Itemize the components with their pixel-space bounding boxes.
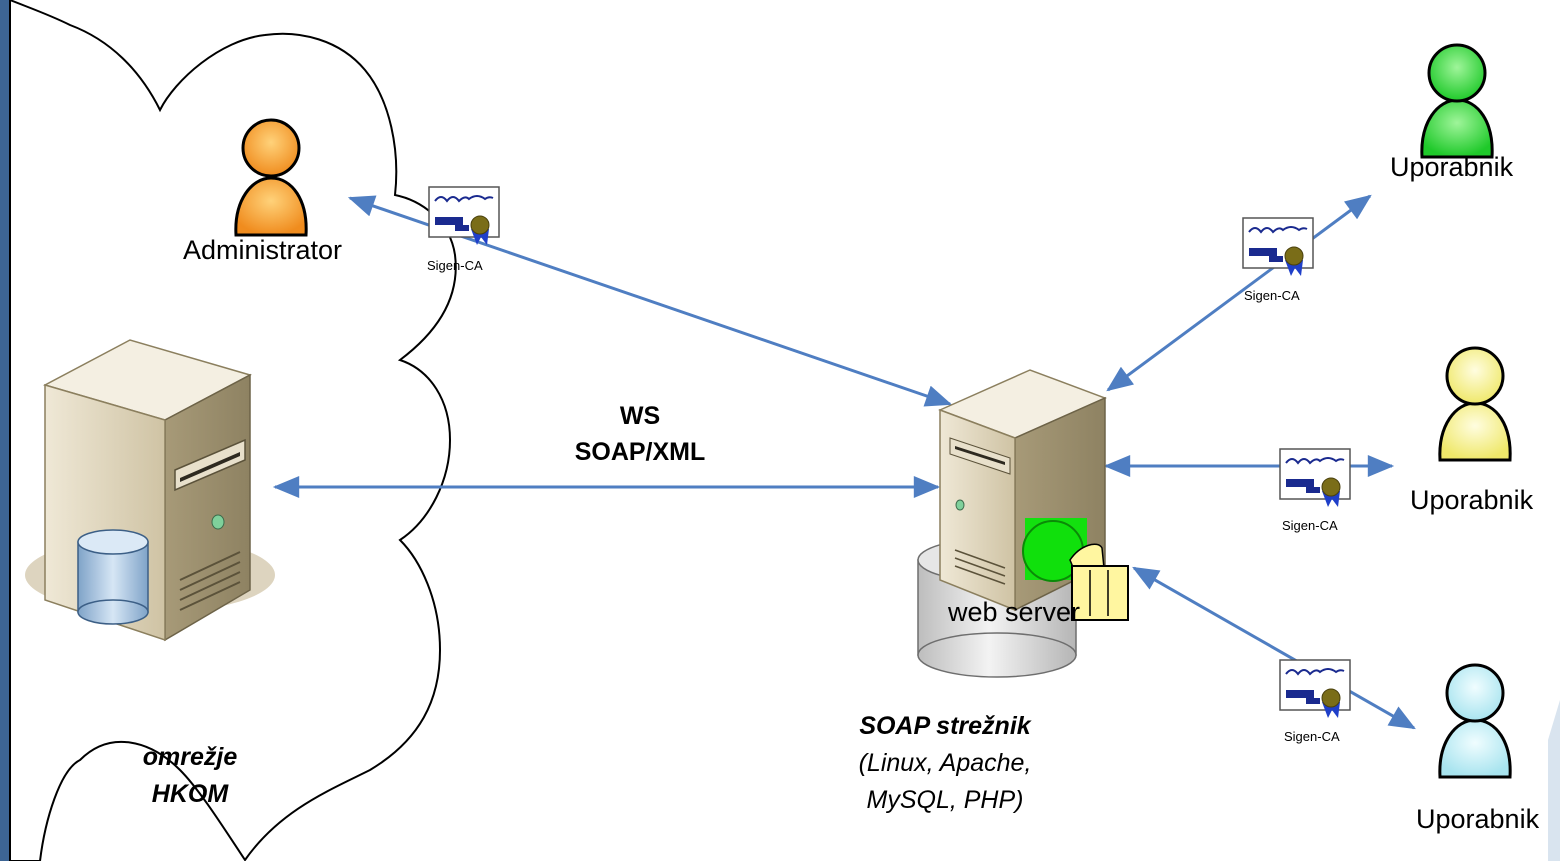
administrator-label: Administrator [183,235,343,265]
hkom-server-icon [25,339,275,642]
ssl-lock-icon [1022,518,1129,621]
arrow-webserver-user3 [1132,566,1416,730]
certificate-icon-admin [428,186,500,245]
user-cyan-icon [1438,663,1512,779]
certificate-label-user2: Sigen-CA [1282,518,1338,533]
user-label-1: Uporabnik [1390,152,1514,182]
certificate-icon-user3 [1279,659,1351,718]
certificate-icon-user1 [1242,217,1314,276]
network-label: omrežje HKOM [110,739,270,813]
edge-strip [0,0,9,861]
certificate-label-user1: Sigen-CA [1244,288,1300,303]
soap-server-line-2: (Linux, Apache, [858,749,1032,777]
certificate-label-user3: Sigen-CA [1284,729,1340,744]
web-server-label: web server [948,597,1081,627]
soap-server-title: SOAP strežnik [859,712,1031,740]
certificate-label-admin: Sigen-CA [427,258,483,273]
user-green-icon [1420,43,1494,159]
certificate-icon-user2 [1279,448,1351,507]
database-icon [77,529,149,625]
protocol-line-2: SOAP/XML [574,438,706,466]
administrator-icon [234,118,308,237]
user-label-3: Uporabnik [1416,804,1540,834]
protocol-label: WS SOAP/XML [550,398,730,470]
user-yellow-icon [1438,346,1512,462]
user-label-2: Uporabnik [1410,485,1534,515]
arrow-webserver-user1 [1106,194,1372,392]
network-line-1: omrežje [142,743,238,771]
soap-server-line-3: MySQL, PHP) [866,786,1024,814]
network-line-2: HKOM [151,780,229,808]
soap-server-caption: SOAP strežnik (Linux, Apache, MySQL, PHP… [820,708,1070,819]
protocol-line-1: WS [619,402,661,430]
edge-corner [1548,700,1560,861]
